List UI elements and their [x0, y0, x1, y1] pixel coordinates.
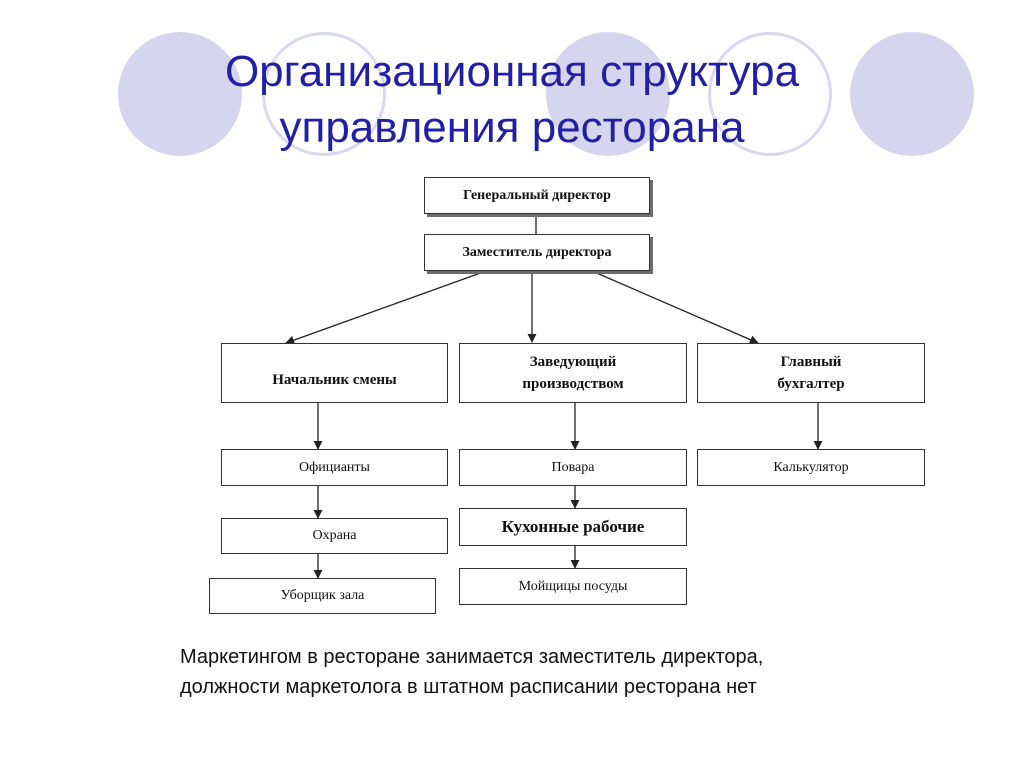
- decor-circle: [850, 32, 974, 156]
- box-director: Генеральный директор: [424, 177, 650, 214]
- connector-deputy-shift: [285, 270, 487, 345]
- marketing-note: Маркетингом в ресторане занимается замес…: [180, 642, 940, 702]
- box-security: Охрана: [221, 518, 448, 554]
- title-line-2: управления ресторана: [279, 103, 745, 152]
- decor-circle: [546, 32, 670, 156]
- box-dishwashers: Мойщицы посуды: [459, 568, 687, 605]
- box-deputy: Заместитель директора: [424, 234, 650, 271]
- box-chief-accountant-label: Главный бухгалтер: [777, 354, 845, 392]
- title-line-1: Организационная структура: [224, 47, 800, 96]
- box-chief-accountant: Главный бухгалтер: [697, 343, 925, 403]
- note-line-2: должности маркетолога в штатном расписан…: [180, 676, 757, 698]
- box-hall-cleaner: Уборщик зала: [209, 578, 436, 614]
- connector-deputy-accountant: [591, 270, 759, 344]
- box-production-head-label: Заведующий производством: [522, 354, 624, 392]
- box-shift-chief-label: Начальник смены: [272, 372, 397, 388]
- box-kitchen-workers: Кухонные рабочие: [459, 508, 687, 546]
- box-cooks: Повара: [459, 449, 687, 486]
- decor-ring: [708, 32, 832, 156]
- box-shift-chief: Начальник смены: [221, 343, 448, 403]
- decor-circle: [118, 32, 242, 156]
- page-title: Организационная структура управления рес…: [0, 44, 1024, 156]
- decor-ring: [262, 32, 386, 156]
- box-production-head: Заведующий производством: [459, 343, 687, 403]
- box-waiters: Официанты: [221, 449, 448, 486]
- box-accountant: Калькулятор: [697, 449, 925, 486]
- note-line-1: Маркетингом в ресторане занимается замес…: [180, 646, 764, 668]
